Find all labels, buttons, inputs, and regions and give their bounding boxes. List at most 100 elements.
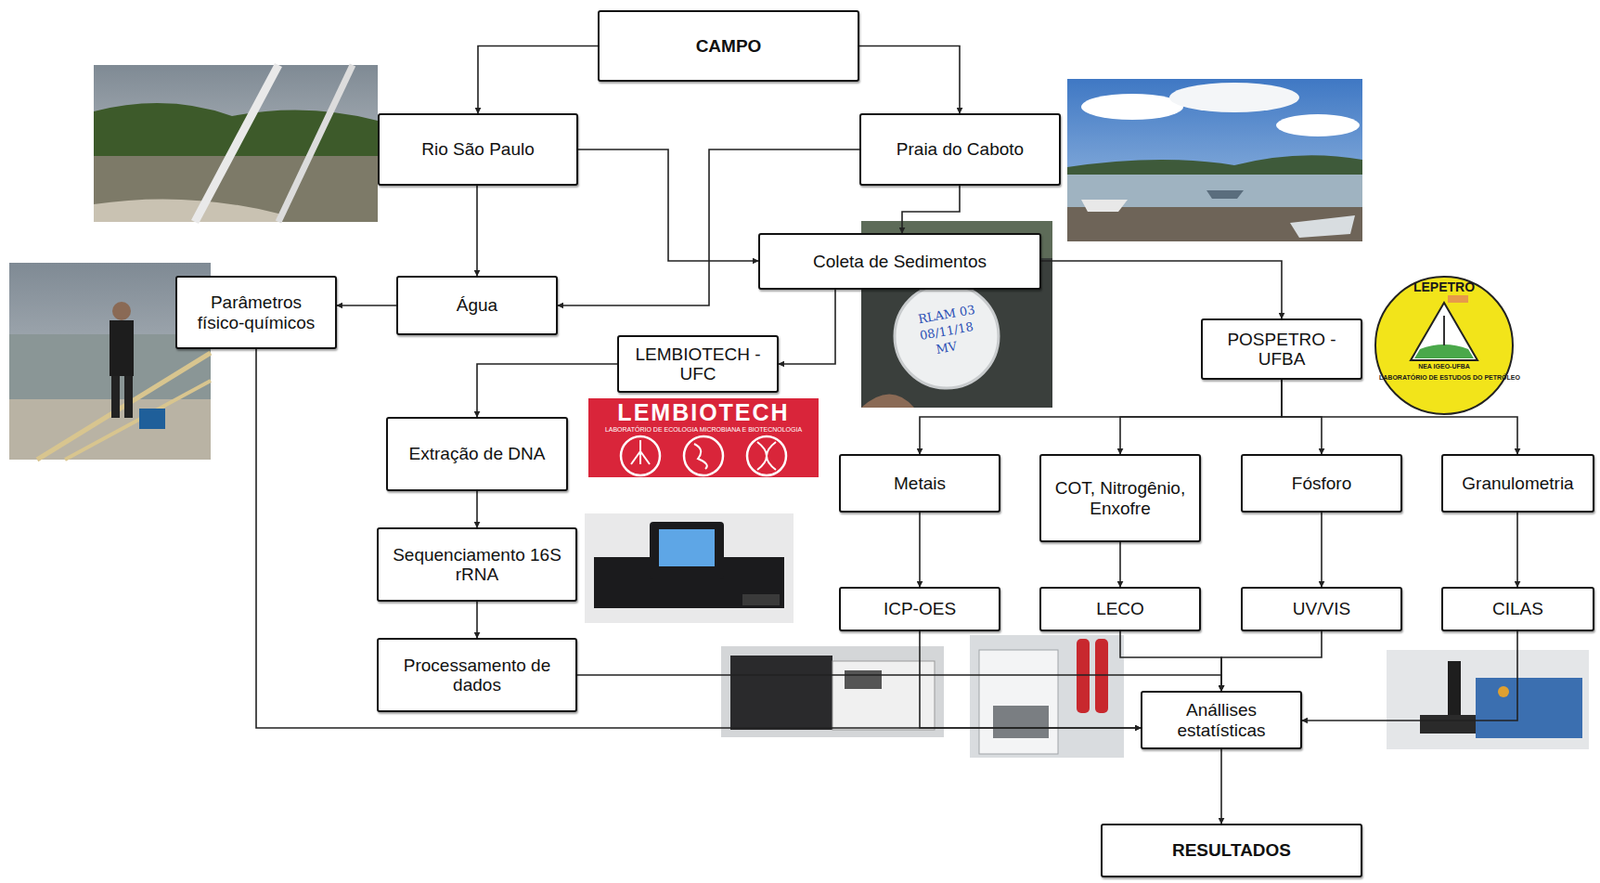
node-text: Parâmetros físico-químicos — [184, 292, 328, 333]
title-box: RESULTADOS — [1100, 823, 1363, 878]
logo-text: LABORATÓRIO DE ECOLOGIA MICROBIANA E BIO… — [588, 425, 819, 434]
field-photo-part — [109, 320, 134, 376]
node-text: Praia do Caboto — [896, 139, 1024, 159]
process-box: Praia do Caboto — [859, 113, 1061, 186]
process-box: CILAS — [1441, 586, 1595, 632]
flow-arrow — [256, 348, 1141, 728]
lembiotech-logo-part — [683, 436, 723, 476]
process-box: Parâmetros físico-químicos — [175, 275, 337, 349]
node-text: POSPETRO - UFBA — [1210, 329, 1354, 370]
process-box: Processamento de dados — [376, 637, 578, 712]
river-photo-part — [93, 198, 279, 222]
beach-photo-part — [1067, 78, 1363, 242]
leco-photo-part — [993, 705, 1049, 738]
flow-arrow — [1320, 512, 1323, 587]
flow-arrow — [1120, 379, 1282, 454]
lembiotech-logo-part — [620, 436, 660, 476]
flow-arrow — [859, 46, 960, 115]
flow-arrow — [1220, 748, 1223, 824]
flow-arrow — [1120, 631, 1222, 691]
beach-photo-part — [1081, 93, 1184, 120]
process-box: Granulometria — [1441, 453, 1595, 513]
node-text: COT, Nitrogênio, Enxofre — [1048, 477, 1192, 518]
lepetro-logo-part — [1443, 315, 1446, 346]
field-photo-part — [111, 375, 120, 418]
field-photo-part — [112, 301, 131, 321]
node-text: Água — [456, 295, 498, 315]
sequencer-photo-part — [742, 593, 780, 606]
leco-photo — [969, 634, 1124, 758]
flow-arrow — [477, 46, 598, 115]
lepetro-logo-part — [1414, 344, 1474, 359]
flow-arrow — [778, 289, 836, 364]
cilas-photo-part — [1386, 649, 1589, 749]
cilas-photo-part — [1419, 714, 1476, 734]
cilas-photo-part — [1497, 685, 1510, 697]
flow-arrow — [578, 149, 759, 261]
flow-arrow — [1281, 379, 1518, 454]
process-box: ICP-OES — [838, 586, 1001, 632]
title-box: CAMPO — [597, 10, 860, 82]
beach-photo-part — [1081, 199, 1128, 212]
beach-photo-part — [1067, 154, 1363, 175]
beach-photo-part — [1206, 190, 1244, 199]
sequencer-photo — [584, 513, 794, 623]
node-text: Sequenciamento 16S rRNA — [386, 544, 568, 585]
river-photo-part — [93, 155, 378, 222]
field-photo-part — [124, 375, 133, 418]
icp-photo-part — [721, 645, 944, 737]
river-photo-part — [93, 64, 378, 222]
process-box: LECO — [1039, 586, 1201, 632]
sediment-photo-part — [894, 283, 999, 388]
process-box: Sequenciamento 16S rRNA — [376, 527, 578, 602]
lembiotech-logo-part — [747, 436, 787, 476]
icp-photo — [721, 645, 944, 737]
lembiotech-logo-part — [757, 441, 776, 470]
logo-text: LABORATÓRIO DE ESTUDOS DO PETRÓLEO — [1379, 374, 1510, 382]
node-text: Processamento de dados — [386, 655, 568, 696]
node-text: LECO — [1096, 598, 1145, 619]
lepetro-logo — [1375, 276, 1513, 414]
process-box: Anállises estatísticas — [1140, 690, 1303, 749]
river-photo-part — [278, 64, 353, 222]
beach-photo-part — [1290, 215, 1355, 238]
process-box: Rio São Paulo — [377, 113, 579, 186]
process-box: UV/VIS — [1240, 586, 1403, 632]
flow-arrow — [476, 185, 478, 276]
process-box: Extração de DNA — [386, 416, 568, 491]
flow-arrow — [1516, 512, 1519, 587]
flow-arrow — [1119, 541, 1122, 587]
lembiotech-logo-part — [694, 443, 708, 469]
node-text: Granulometria — [1461, 473, 1574, 493]
beach-photo-part — [1169, 82, 1300, 113]
lembiotech-logo-part — [631, 439, 650, 465]
process-box: Água — [396, 275, 558, 336]
icp-photo-part — [730, 655, 833, 730]
lepetro-logo-part — [1410, 302, 1478, 361]
beach-photo — [1067, 78, 1363, 242]
flow-arrow — [918, 512, 921, 587]
lembiotech-logo-part — [588, 398, 819, 478]
lepetro-logo-part — [1447, 295, 1469, 303]
river-photo — [93, 64, 378, 222]
flow-arrow — [476, 490, 478, 528]
node-text: ICP-OES — [883, 598, 956, 619]
flow-arrow — [1221, 631, 1322, 691]
flow-arrow — [577, 674, 1222, 691]
sediment-photo-part — [861, 394, 915, 409]
leco-photo-part — [979, 649, 1059, 754]
node-text: CAMPO — [696, 36, 762, 56]
lepetro-logo-part — [1375, 276, 1513, 414]
process-box: Coleta de Sedimentos — [758, 232, 1042, 290]
sequencer-photo-part — [658, 529, 715, 567]
cilas-photo-part — [1475, 677, 1583, 738]
node-text: Coleta de Sedimentos — [812, 251, 987, 271]
icp-photo-part — [844, 670, 882, 689]
flow-arrow — [477, 363, 618, 417]
flow-arrow — [1041, 260, 1282, 319]
process-box: Fósforo — [1240, 453, 1403, 513]
node-text: Rio São Paulo — [421, 139, 534, 159]
flow-arrow — [919, 379, 1282, 454]
